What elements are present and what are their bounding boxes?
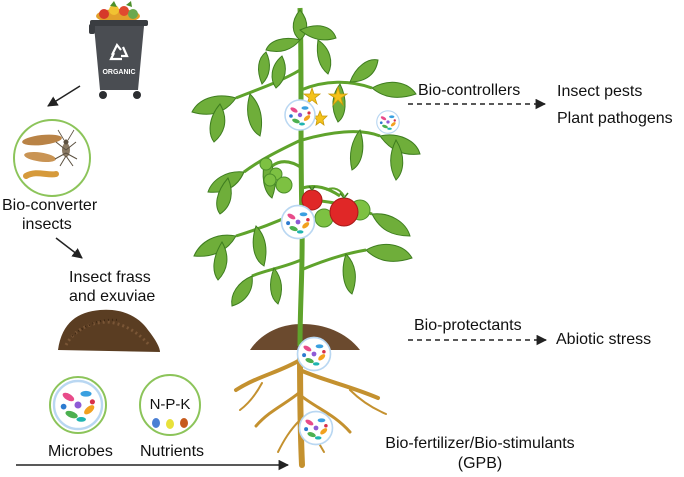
biofertilizer-label-line2: (GPB) bbox=[457, 455, 503, 472]
main-stem bbox=[297, 7, 305, 347]
organic-trash-bin: ORGANIC bbox=[89, 1, 148, 99]
npk-label: N-P-K bbox=[150, 396, 191, 413]
arrow-insects-to-frass bbox=[55, 237, 83, 259]
nitrogen-dot bbox=[152, 418, 160, 428]
microbe-colony-stem bbox=[280, 204, 316, 240]
plant-leaves bbox=[191, 9, 421, 307]
nutrients-label: Nutrients bbox=[140, 443, 205, 460]
microbes-circle bbox=[49, 376, 107, 434]
microbes-label: Microbes bbox=[48, 443, 113, 460]
biofertilizer-label-line1: Bio-fertilizer/Bio-stimulants bbox=[385, 435, 575, 452]
frass-pile bbox=[58, 309, 160, 352]
food-waste-icon bbox=[96, 1, 140, 23]
potassium-dot bbox=[180, 418, 188, 428]
bioprotectants-label: Bio-protectants bbox=[414, 317, 522, 334]
frass-label-line1: Insect frass bbox=[69, 269, 151, 286]
phosphorus-dot bbox=[166, 419, 174, 429]
abiotic-stress-label: Abiotic stress bbox=[556, 331, 652, 348]
microbe-icon bbox=[52, 379, 104, 431]
bioconverter-label-line2: insects bbox=[22, 216, 72, 233]
bin-label: ORGANIC bbox=[102, 69, 135, 76]
recycle-icon bbox=[109, 42, 129, 61]
bioconverter-label-line1: Bio-converter bbox=[2, 197, 98, 214]
plant-pathogens-label: Plant pathogens bbox=[557, 110, 673, 127]
frass-label-line2: and exuviae bbox=[69, 288, 156, 305]
tomato-icon bbox=[301, 185, 359, 227]
insect-pests-label: Insect pests bbox=[557, 83, 643, 100]
microbe-colony-leaf bbox=[376, 110, 400, 134]
bioconverter-insects-circle bbox=[13, 119, 91, 197]
microbe-colony-root bbox=[298, 410, 334, 446]
biocontrollers-label: Bio-controllers bbox=[418, 82, 521, 99]
microbe-colony-flower bbox=[284, 99, 316, 131]
arrow-bin-to-insects bbox=[47, 85, 81, 107]
insect-icon bbox=[22, 129, 78, 179]
microbe-colony-rhizosphere bbox=[296, 336, 332, 372]
soil-mound bbox=[250, 324, 360, 350]
nutrients-circle: N-P-K bbox=[139, 374, 201, 436]
tomato-plant bbox=[191, 7, 421, 468]
